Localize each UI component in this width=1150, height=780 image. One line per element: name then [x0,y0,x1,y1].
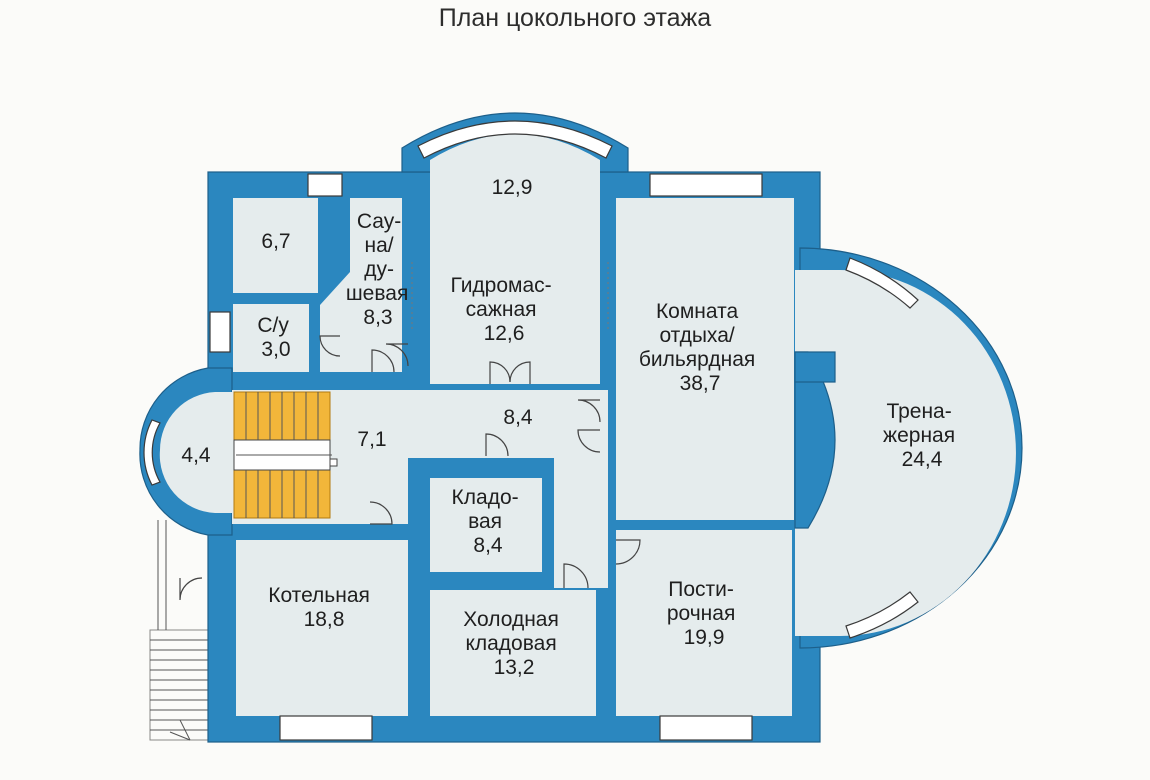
label-room-bay: 12,9 [492,176,533,199]
room-bay [430,134,600,262]
room-hydro [430,262,600,384]
room-corr [408,390,608,458]
label-room-67: 6,7 [261,230,290,253]
label-room-hall: 7,1 [357,428,386,451]
label-room-corr: 8,4 [503,406,533,429]
room-pantry [430,478,542,572]
label-room-wc: С/у 3,0 [257,314,294,361]
doors [169,262,641,741]
label-room-cold: Холодная кладовая 13,2 [463,608,564,679]
room-cold [430,590,596,716]
plan-title: План цокольного этажа [438,4,712,32]
staircase [233,391,338,519]
room-lounge [616,198,794,520]
room-round [159,392,232,513]
label-room-laundry: Пости- рочная 19,9 [667,578,741,649]
windows [143,120,919,741]
label-room-lounge: Комната отдыха/ бильярдная 38,7 [639,300,761,395]
label-room-hydro: Гидромас- сажная 12,6 [451,274,558,345]
label-room-gym: Трена- жерная 24,4 [883,400,961,471]
room-sauna [320,198,402,372]
label-room-round: 4,4 [181,444,211,467]
gym-inner-wall-cap [794,351,836,383]
room-67 [233,198,318,293]
room-corr-passage [554,458,608,588]
room-boiler [236,540,408,716]
label-room-pantry: Кладо- вая 8,4 [452,486,525,557]
entrance-steps [149,520,211,741]
label-room-sauna: Сау- на/ ду- шевая 8,3 [346,210,414,329]
room-labels: 6,7 Сау- на/ ду- шевая 8,3 С/у 3,0 12,9 … [181,176,961,679]
room-gym [795,270,1016,636]
room-wc [233,304,309,372]
room-laundry [616,530,792,716]
label-room-boiler: Котельная 18,8 [268,584,376,631]
